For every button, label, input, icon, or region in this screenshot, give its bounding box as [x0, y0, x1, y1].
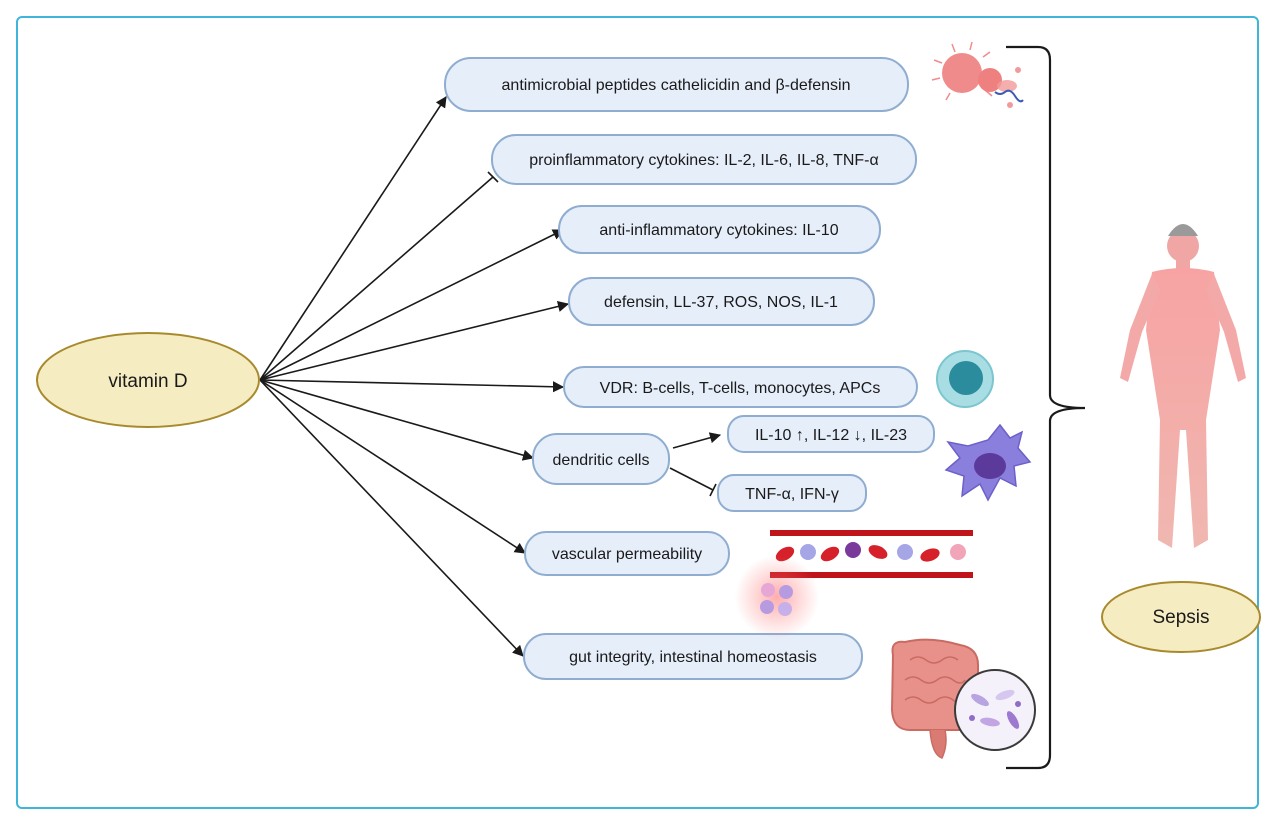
arrow-gut — [259, 379, 524, 657]
effect-dendritic-up-label: IL-10 ↑, IL-12 ↓, IL-23 — [755, 427, 907, 444]
effect-gut: gut integrity, intestinal homeostasis — [523, 633, 863, 680]
effect-dendritic-up: IL-10 ↑, IL-12 ↓, IL-23 — [727, 415, 935, 453]
sepsis-label: Sepsis — [1152, 607, 1209, 628]
effect-vascular: vascular permeability — [524, 531, 730, 576]
effect-anti-inflammatory: anti-inflammatory cytokines: IL-10 — [558, 205, 881, 254]
brace — [1006, 45, 1086, 770]
arrow-defensin — [259, 300, 570, 381]
effect-dendritic-label: dendritic cells — [553, 452, 650, 469]
microbiota-icon — [954, 669, 1036, 751]
sepsis-node: Sepsis — [1101, 581, 1261, 653]
effect-defensin: defensin, LL-37, ROS, NOS, IL-1 — [568, 277, 875, 326]
effect-anti-inflammatory-label: anti-inflammatory cytokines: IL-10 — [599, 222, 838, 239]
effect-vdr: VDR: B-cells, T-cells, monocytes, APCs — [563, 366, 918, 408]
arrows — [259, 96, 722, 657]
effect-antimicrobial-label: antimicrobial peptides cathelicidin and … — [502, 77, 851, 94]
arrow-anti-inflammatory — [259, 229, 565, 381]
arrow-dendritic-up — [672, 432, 722, 449]
effect-vdr-label: VDR: B-cells, T-cells, monocytes, APCs — [600, 380, 881, 397]
inhibit-bar-dendritic-down — [709, 483, 717, 497]
effect-defensin-label: defensin, LL-37, ROS, NOS, IL-1 — [604, 294, 838, 311]
effect-proinflammatory-label: proinflammatory cytokines: IL-2, IL-6, I… — [529, 152, 879, 169]
arrow-dendritic — [259, 379, 535, 461]
effect-dendritic: dendritic cells — [532, 433, 670, 485]
effect-gut-label: gut integrity, intestinal homeostasis — [569, 649, 817, 666]
inhibit-proinflammatory — [259, 176, 494, 381]
vitamin-d-node: vitamin D — [36, 332, 260, 428]
arrow-vascular — [259, 379, 526, 554]
bacterium-icon — [931, 41, 1024, 108]
lymphocyte-icon — [936, 350, 994, 408]
effect-dendritic-down-label: TNF-α, IFN-γ — [745, 486, 839, 503]
effect-antimicrobial: antimicrobial peptides cathelicidin and … — [444, 57, 909, 112]
human-body-icon — [1120, 224, 1246, 548]
effect-vascular-label: vascular permeability — [552, 546, 702, 563]
dendritic-cell-icon — [944, 423, 1032, 502]
leaking-cells-icon — [735, 555, 819, 639]
diagram-frame — [16, 16, 1259, 809]
effect-dendritic-down: TNF-α, IFN-γ — [717, 474, 867, 512]
effect-proinflammatory: proinflammatory cytokines: IL-2, IL-6, I… — [491, 134, 917, 185]
inhibit-bar-proinflammatory — [487, 171, 499, 183]
arrow-antimicrobial — [259, 96, 447, 381]
vitamin-d-label: vitamin D — [108, 371, 187, 392]
inhibit-dendritic-down — [669, 467, 714, 491]
arrow-vdr — [259, 379, 565, 393]
